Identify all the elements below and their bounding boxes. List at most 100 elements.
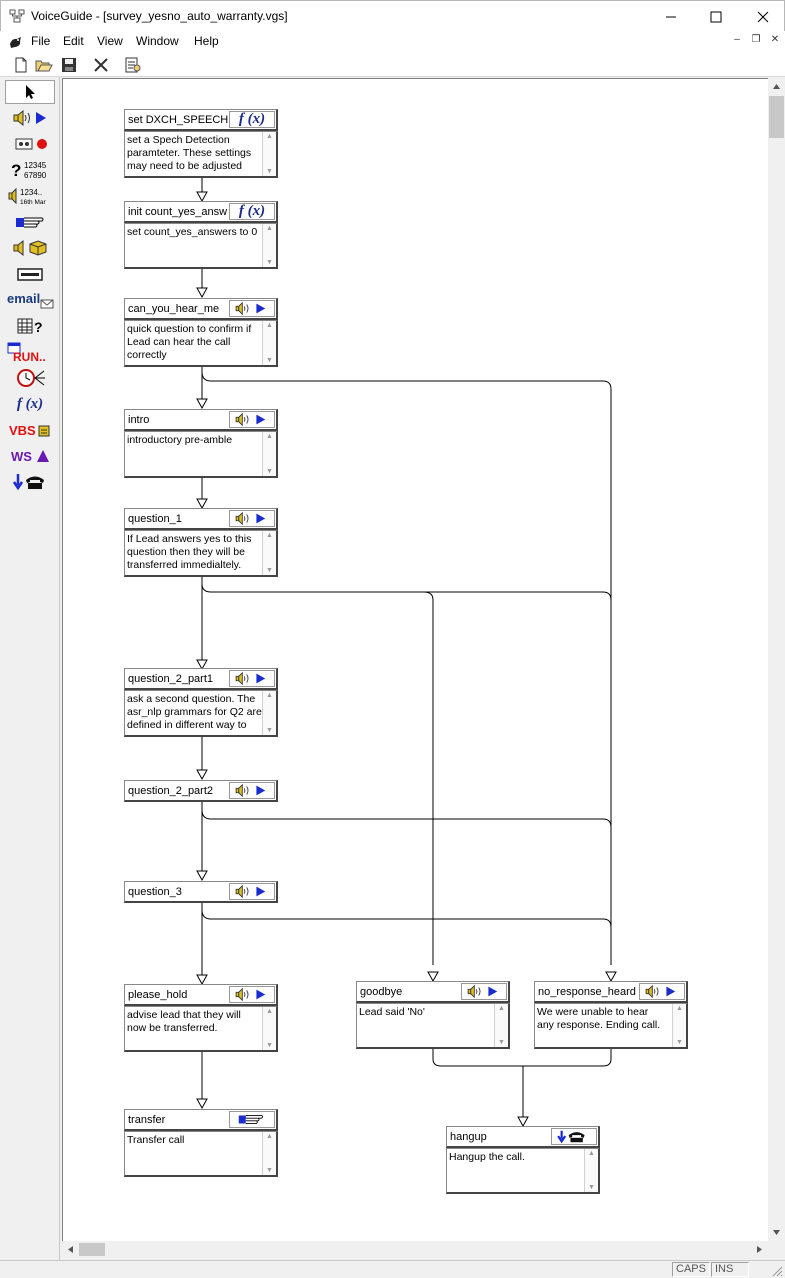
module-header[interactable]: question_3	[124, 881, 278, 903]
email-icon: email	[7, 291, 54, 309]
module-description[interactable]: introductory pre-amble ▲▼	[124, 431, 278, 478]
hangup-phone-icon	[551, 1128, 597, 1145]
speaker-play-icon	[229, 411, 275, 428]
module-header[interactable]: intro	[124, 409, 278, 431]
radio-device-icon	[17, 268, 43, 281]
description-scrollbar[interactable]: ▲▼	[262, 321, 276, 365]
module-header[interactable]: question_2_part2	[124, 780, 278, 802]
svg-text:67890: 67890	[24, 171, 47, 180]
description-scrollbar[interactable]: ▲▼	[262, 224, 276, 267]
delete-icon[interactable]	[92, 56, 110, 74]
menu-file[interactable]: File	[31, 34, 51, 48]
module-header[interactable]: hangup	[446, 1126, 600, 1148]
transfer-hand-icon	[16, 217, 44, 228]
description-scrollbar[interactable]: ▲▼	[262, 132, 276, 176]
vertical-scrollbar[interactable]	[768, 78, 785, 1241]
scroll-down-arrow-icon	[773, 1230, 780, 1235]
voicemail-tool[interactable]	[5, 236, 55, 260]
evaluate-expression-tool[interactable]: f (x)	[5, 392, 55, 416]
properties-icon[interactable]	[124, 56, 142, 74]
module-header[interactable]: please_hold	[124, 984, 278, 1006]
module-header[interactable]: question_2_part1	[124, 668, 278, 690]
speaker-play-icon	[229, 986, 275, 1003]
tape-record-icon	[15, 138, 47, 150]
module-header[interactable]: set DXCH_SPEECH f (x)	[124, 109, 278, 131]
module-description-text: advise lead that they will now be transf…	[127, 1009, 241, 1034]
pointer-tool[interactable]	[5, 80, 55, 104]
description-scrollbar[interactable]: ▲▼	[262, 531, 276, 575]
status-caps: CAPS	[672, 1262, 710, 1277]
module-description[interactable]: advise lead that they will now be transf…	[124, 1006, 278, 1052]
time-switch-tool[interactable]	[5, 366, 55, 390]
pointer-icon	[26, 85, 35, 99]
run-program-tool[interactable]: RUN..	[5, 340, 55, 364]
menu-help[interactable]: Help	[194, 34, 219, 48]
module-description-text: set a Spech Detection paramteter. These …	[127, 134, 252, 172]
web-service-icon: WS	[11, 449, 49, 464]
module-description[interactable]: Transfer call ▲▼	[124, 1131, 278, 1177]
database-query-icon: ?	[17, 318, 43, 335]
module-palette: ? 12345 67890 1234.. 16th Mar email	[0, 77, 60, 1260]
minimize-button[interactable]	[648, 1, 694, 32]
menu-edit[interactable]: Edit	[63, 34, 84, 48]
hangup-tool[interactable]	[5, 470, 55, 494]
open-folder-icon[interactable]	[35, 56, 53, 74]
mdi-close-button[interactable]: ✕	[770, 34, 780, 45]
description-scrollbar[interactable]: ▲▼	[494, 1004, 508, 1047]
email-tool[interactable]: email	[5, 288, 55, 312]
play-tool[interactable]	[5, 106, 55, 130]
module-description[interactable]: Hangup the call. ▲▼	[446, 1148, 600, 1194]
module-header[interactable]: can_you_hear_me	[124, 298, 278, 320]
radio-tool[interactable]	[5, 262, 55, 286]
save-icon[interactable]	[60, 56, 78, 74]
module-description[interactable]: Lead said 'No' ▲▼	[356, 1003, 510, 1049]
transfer-hand-icon	[229, 1111, 275, 1128]
say-numbers-tool[interactable]: 1234.. 16th Mar	[5, 184, 55, 208]
module-description[interactable]: set count_yes_answers to 0 ▲▼	[124, 223, 278, 269]
module-title: can_you_hear_me	[128, 303, 220, 315]
description-scrollbar[interactable]: ▲▼	[262, 691, 276, 735]
module-header[interactable]: init count_yes_answ f (x)	[124, 201, 278, 223]
module-title: question_2_part1	[128, 673, 214, 685]
record-tool[interactable]	[5, 132, 55, 156]
flowchart-canvas[interactable]: set DXCH_SPEECH f (x) set a Spech Detect…	[62, 78, 768, 1241]
mdi-restore-button[interactable]: ❐	[751, 34, 761, 45]
web-service-tool[interactable]: WS	[5, 444, 55, 468]
vbs-tool[interactable]: VBS	[5, 418, 55, 442]
mdi-minimize-button[interactable]: –	[734, 34, 740, 45]
get-numbers-tool[interactable]: ? 12345 67890	[5, 158, 55, 182]
description-scrollbar[interactable]: ▲▼	[262, 1007, 276, 1050]
description-scrollbar[interactable]: ▲▼	[672, 1004, 686, 1047]
description-scrollbar[interactable]: ▲▼	[262, 432, 276, 476]
module-description[interactable]: quick question to confirm if Lead can he…	[124, 320, 278, 367]
module-header[interactable]: transfer	[124, 1109, 278, 1131]
module-title: please_hold	[128, 989, 188, 1001]
menu-view[interactable]: View	[97, 34, 123, 48]
module-description[interactable]: We were unable to hear any response. End…	[534, 1003, 688, 1049]
window-title: VoiceGuide - [survey_yesno_auto_warranty…	[31, 9, 288, 23]
svg-text:1234..: 1234..	[20, 188, 42, 197]
vertical-scrollbar-parts	[769, 84, 784, 1235]
resize-grip-icon[interactable]	[770, 1264, 783, 1277]
description-scrollbar[interactable]: ▲▼	[262, 1132, 276, 1175]
voiceguide-icon	[9, 9, 25, 23]
module-description-text: Transfer call	[127, 1134, 185, 1146]
module-header[interactable]: goodbye	[356, 981, 510, 1003]
module-header[interactable]: no_response_heard	[534, 981, 688, 1003]
db-query-tool[interactable]: ?	[5, 314, 55, 338]
menu-window[interactable]: Window	[136, 34, 179, 48]
module-description[interactable]: set a Spech Detection paramteter. These …	[124, 131, 278, 178]
module-header[interactable]: question_1	[124, 508, 278, 530]
svg-text:email: email	[7, 291, 40, 306]
close-button[interactable]	[740, 1, 785, 32]
module-title: intro	[128, 414, 150, 426]
svg-text:WS: WS	[11, 449, 32, 464]
module-description[interactable]: If Lead answers yes to this question the…	[124, 530, 278, 577]
new-file-icon[interactable]	[12, 56, 30, 74]
description-scrollbar[interactable]: ▲▼	[584, 1149, 598, 1192]
module-description[interactable]: ask a second question. The asr_nlp gramm…	[124, 690, 278, 737]
svg-text:VBS: VBS	[9, 423, 36, 438]
horizontal-scrollbar[interactable]	[62, 1241, 768, 1258]
transfer-tool[interactable]	[5, 210, 55, 234]
maximize-button[interactable]	[693, 1, 739, 32]
